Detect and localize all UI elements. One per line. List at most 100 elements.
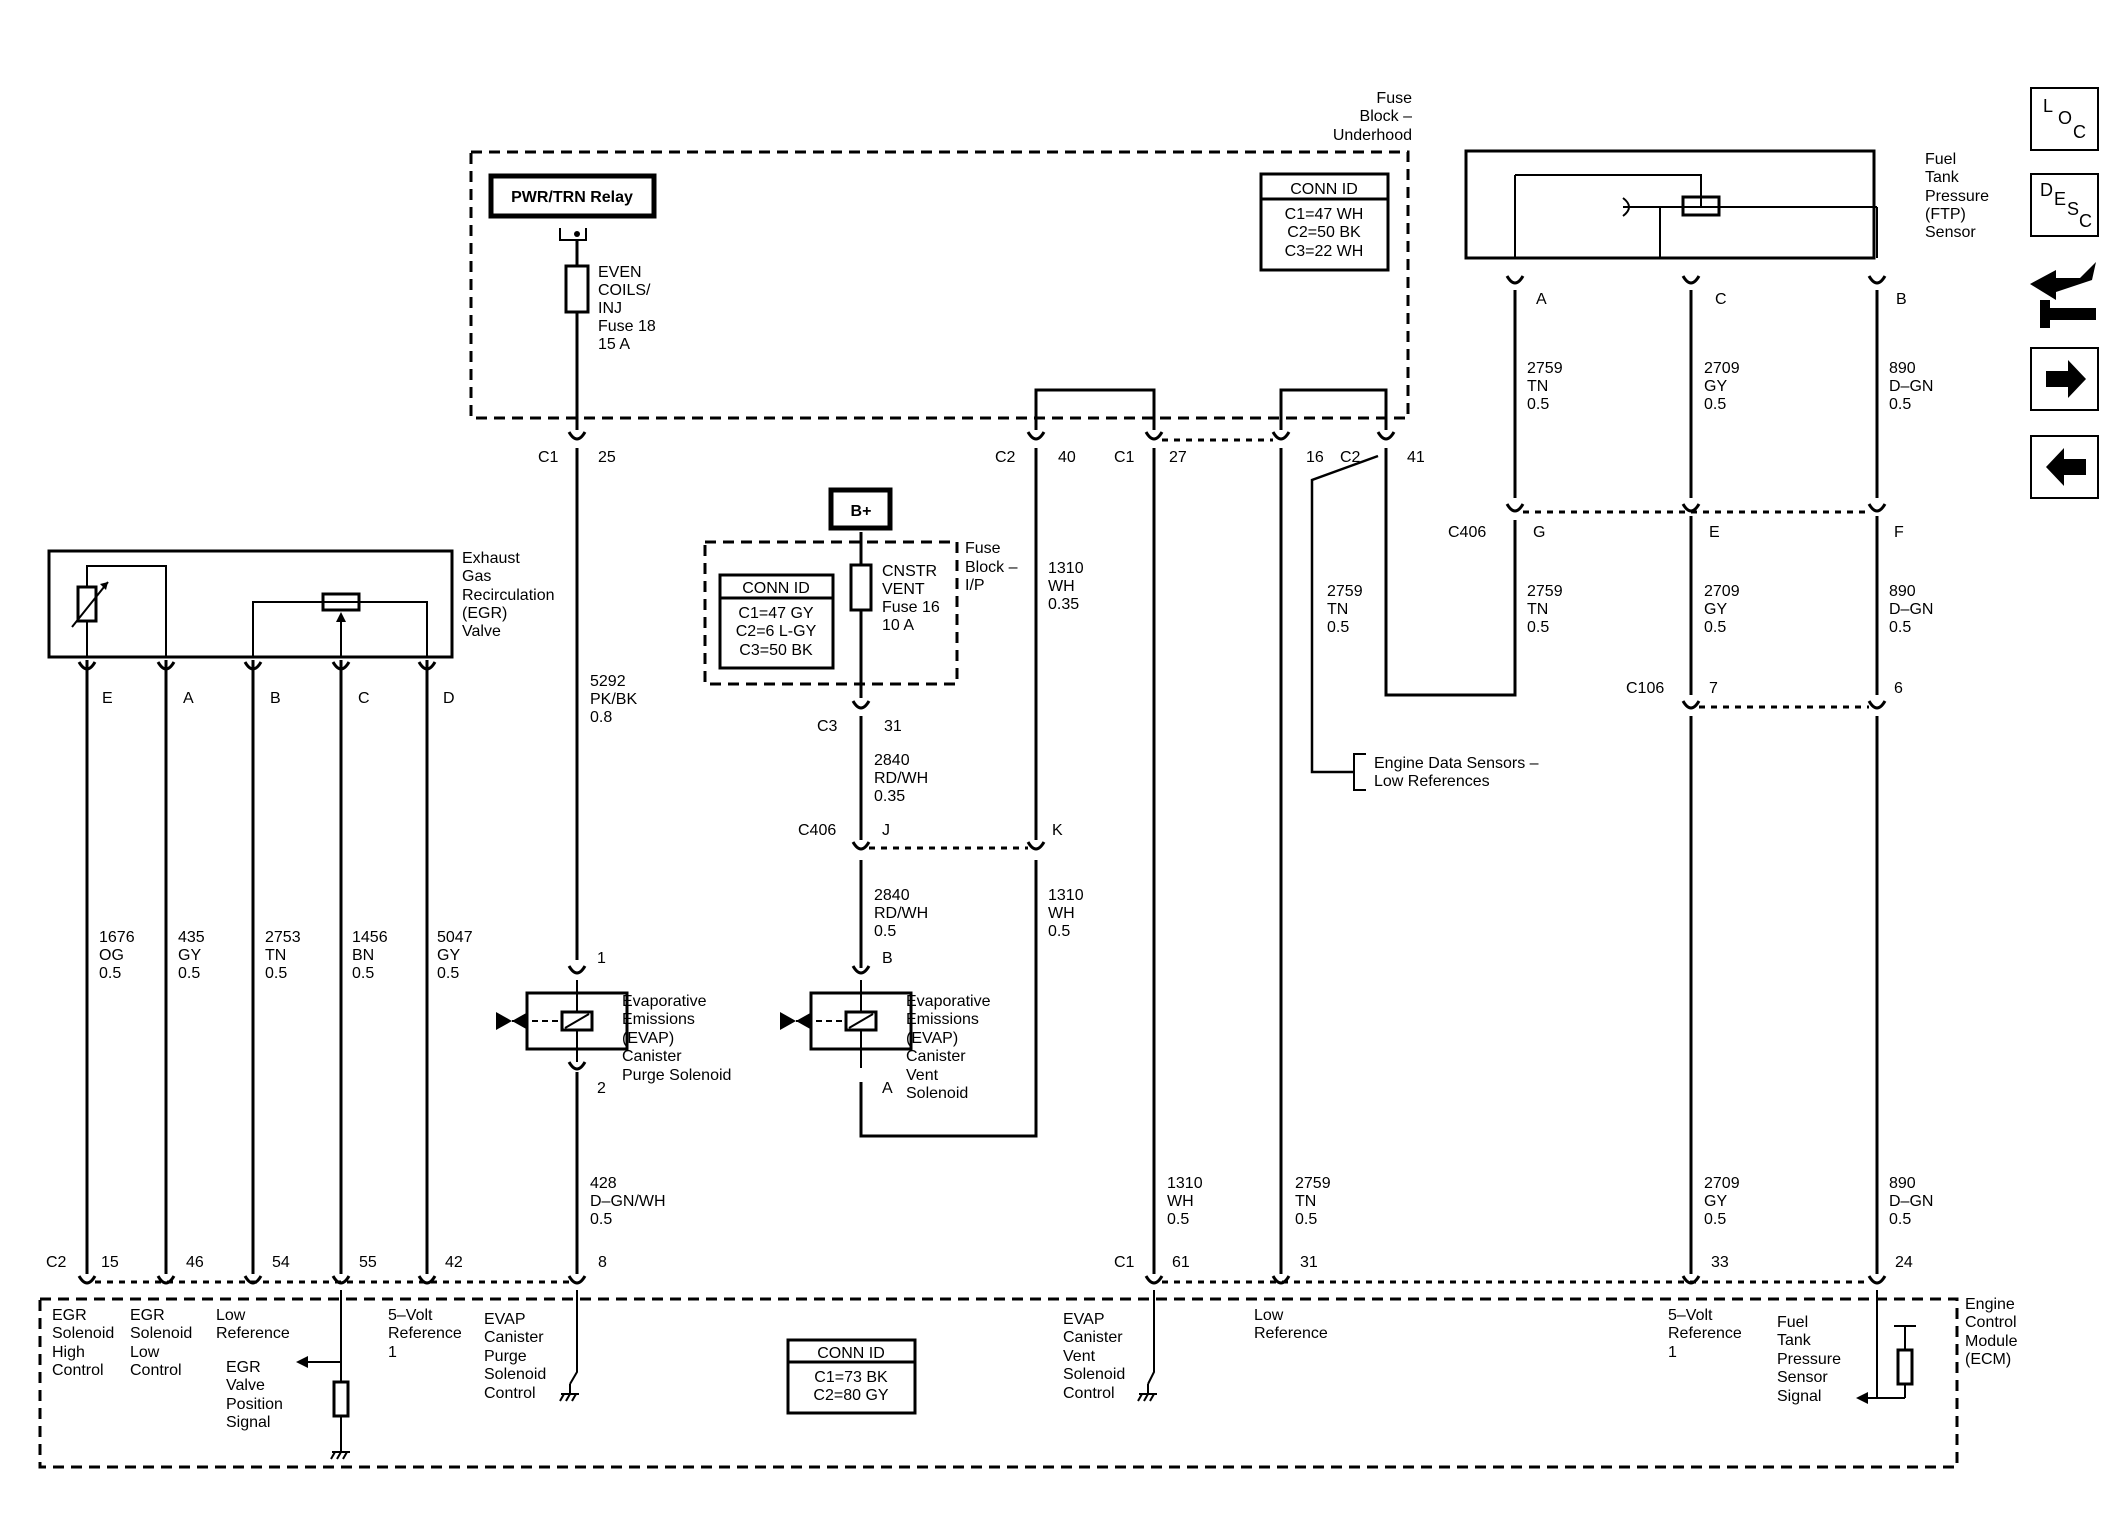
svg-text:(EVAP): (EVAP): [622, 1030, 674, 1047]
ecm-egr-low: EGR Solenoid Low Control: [130, 1307, 192, 1379]
svg-text:D–GN/WH: D–GN/WH: [590, 1193, 666, 1210]
svg-text:0.5: 0.5: [265, 965, 287, 982]
svg-text:C1: C1: [1114, 449, 1135, 466]
svg-text:16: 16: [1306, 449, 1324, 466]
svg-text:C3=50 BK: C3=50 BK: [739, 642, 813, 659]
svg-text:Control: Control: [130, 1362, 182, 1379]
svg-text:Fuse: Fuse: [965, 540, 1001, 557]
svg-text:Emissions: Emissions: [622, 1011, 695, 1028]
svg-text:TN: TN: [1327, 601, 1348, 618]
svg-text:(ECM): (ECM): [1965, 1351, 2011, 1368]
ecm-evap-vent: EVAP Canister Vent Solenoid Control: [1063, 1311, 1125, 1402]
svg-text:10 A: 10 A: [882, 617, 914, 634]
svg-text:Canister: Canister: [484, 1329, 544, 1346]
fuse-16: CNSTR VENT Fuse 16 10 A: [849, 563, 940, 634]
pwr-trn-relay: PWR/TRN Relay: [488, 173, 657, 241]
svg-text:31: 31: [884, 718, 902, 735]
back-arrow-button[interactable]: [2030, 435, 2099, 499]
svg-text:C: C: [2073, 122, 2086, 142]
svg-text:Fuse 18: Fuse 18: [598, 318, 656, 335]
svg-text:Fuel: Fuel: [1925, 151, 1956, 168]
svg-text:0.35: 0.35: [874, 788, 905, 805]
svg-text:Canister: Canister: [622, 1048, 682, 1065]
loc-button[interactable]: L O C: [2030, 87, 2099, 151]
svg-text:0.5: 0.5: [1889, 396, 1911, 413]
svg-text:0.5: 0.5: [437, 965, 459, 982]
svg-text:24: 24: [1895, 1254, 1913, 1271]
svg-text:Reference: Reference: [216, 1325, 290, 1342]
svg-text:2840: 2840: [874, 752, 910, 769]
connector-view-icon[interactable]: [2030, 262, 2096, 328]
connector-ties: [95, 438, 1869, 1284]
svg-text:0.8: 0.8: [590, 709, 612, 726]
svg-text:Block –: Block –: [1360, 108, 1413, 125]
svg-text:0.5: 0.5: [1295, 1211, 1317, 1228]
svg-text:RD/WH: RD/WH: [874, 770, 928, 787]
fuse-block-ip: Fuse Block – I/P B+ CONN ID C1=47 GY C2=…: [703, 487, 1018, 686]
svg-text:0.5: 0.5: [1704, 619, 1726, 636]
svg-text:435: 435: [178, 929, 205, 946]
egr-valve: Exhaust Gas Recirculation (EGR) Valve: [47, 549, 554, 659]
svg-text:C3: C3: [817, 718, 838, 735]
svg-text:RD/WH: RD/WH: [874, 905, 928, 922]
svg-text:COILS/: COILS/: [598, 282, 651, 299]
svg-text:0.5: 0.5: [1048, 923, 1070, 940]
svg-text:Purge: Purge: [484, 1348, 527, 1365]
svg-text:Valve: Valve: [226, 1377, 265, 1394]
svg-text:S: S: [2067, 199, 2079, 219]
svg-text:WH: WH: [1167, 1193, 1194, 1210]
connector-terminals: [77, 274, 1887, 1285]
svg-text:5–Volt: 5–Volt: [388, 1307, 433, 1324]
svg-text:GY: GY: [178, 947, 201, 964]
svg-text:CONN ID: CONN ID: [1290, 181, 1358, 198]
svg-text:C2=80 GY: C2=80 GY: [813, 1387, 888, 1404]
svg-text:WH: WH: [1048, 905, 1075, 922]
svg-text:Reference: Reference: [1254, 1325, 1328, 1342]
ecm: Engine Control Module (ECM) CONN ID C1=7…: [38, 1290, 2018, 1469]
svg-text:Vent: Vent: [906, 1067, 939, 1084]
svg-text:Purge Solenoid: Purge Solenoid: [622, 1067, 731, 1084]
fuse-block-underhood: Fuse Block – Underhood CONN ID C1=47 WH …: [469, 90, 1413, 420]
svg-text:2709: 2709: [1704, 583, 1740, 600]
svg-text:C2=50 BK: C2=50 BK: [1287, 224, 1361, 241]
svg-text:Underhood: Underhood: [1333, 127, 1412, 144]
svg-text:TN: TN: [265, 947, 286, 964]
svg-text:C3=22 WH: C3=22 WH: [1285, 243, 1364, 260]
svg-text:O: O: [2058, 108, 2072, 128]
svg-text:G: G: [1533, 524, 1545, 541]
svg-text:1310: 1310: [1048, 887, 1084, 904]
svg-text:Reference: Reference: [388, 1325, 462, 1342]
svg-text:0.5: 0.5: [1527, 396, 1549, 413]
svg-text:5292: 5292: [590, 673, 626, 690]
svg-text:Fuse: Fuse: [1376, 90, 1412, 107]
svg-text:Solenoid: Solenoid: [1063, 1366, 1125, 1383]
svg-text:TN: TN: [1527, 378, 1548, 395]
svg-text:TN: TN: [1527, 601, 1548, 618]
next-arrow-button[interactable]: [2030, 347, 2099, 411]
svg-text:0.5: 0.5: [1704, 396, 1726, 413]
desc-button[interactable]: D E S C: [2030, 173, 2099, 237]
svg-text:INJ: INJ: [598, 300, 622, 317]
svg-text:L: L: [2043, 96, 2053, 116]
svg-text:1310: 1310: [1167, 1175, 1203, 1192]
svg-text:Engine: Engine: [1965, 1296, 2015, 1313]
svg-text:C2=6 L-GY: C2=6 L-GY: [736, 623, 817, 640]
svg-text:61: 61: [1172, 1254, 1190, 1271]
svg-text:C406: C406: [798, 822, 836, 839]
svg-text:5–Volt: 5–Volt: [1668, 1307, 1713, 1324]
ecm-evap-purge: EVAP Canister Purge Solenoid Control: [484, 1311, 546, 1402]
svg-text:Exhaust: Exhaust: [462, 550, 520, 567]
svg-text:C2: C2: [1340, 449, 1361, 466]
svg-text:Emissions: Emissions: [906, 1011, 979, 1028]
svg-text:Signal: Signal: [226, 1414, 270, 1431]
svg-text:GY: GY: [1704, 1193, 1727, 1210]
svg-text:2759: 2759: [1327, 583, 1363, 600]
svg-text:B: B: [882, 950, 893, 967]
svg-text:46: 46: [186, 1254, 204, 1271]
